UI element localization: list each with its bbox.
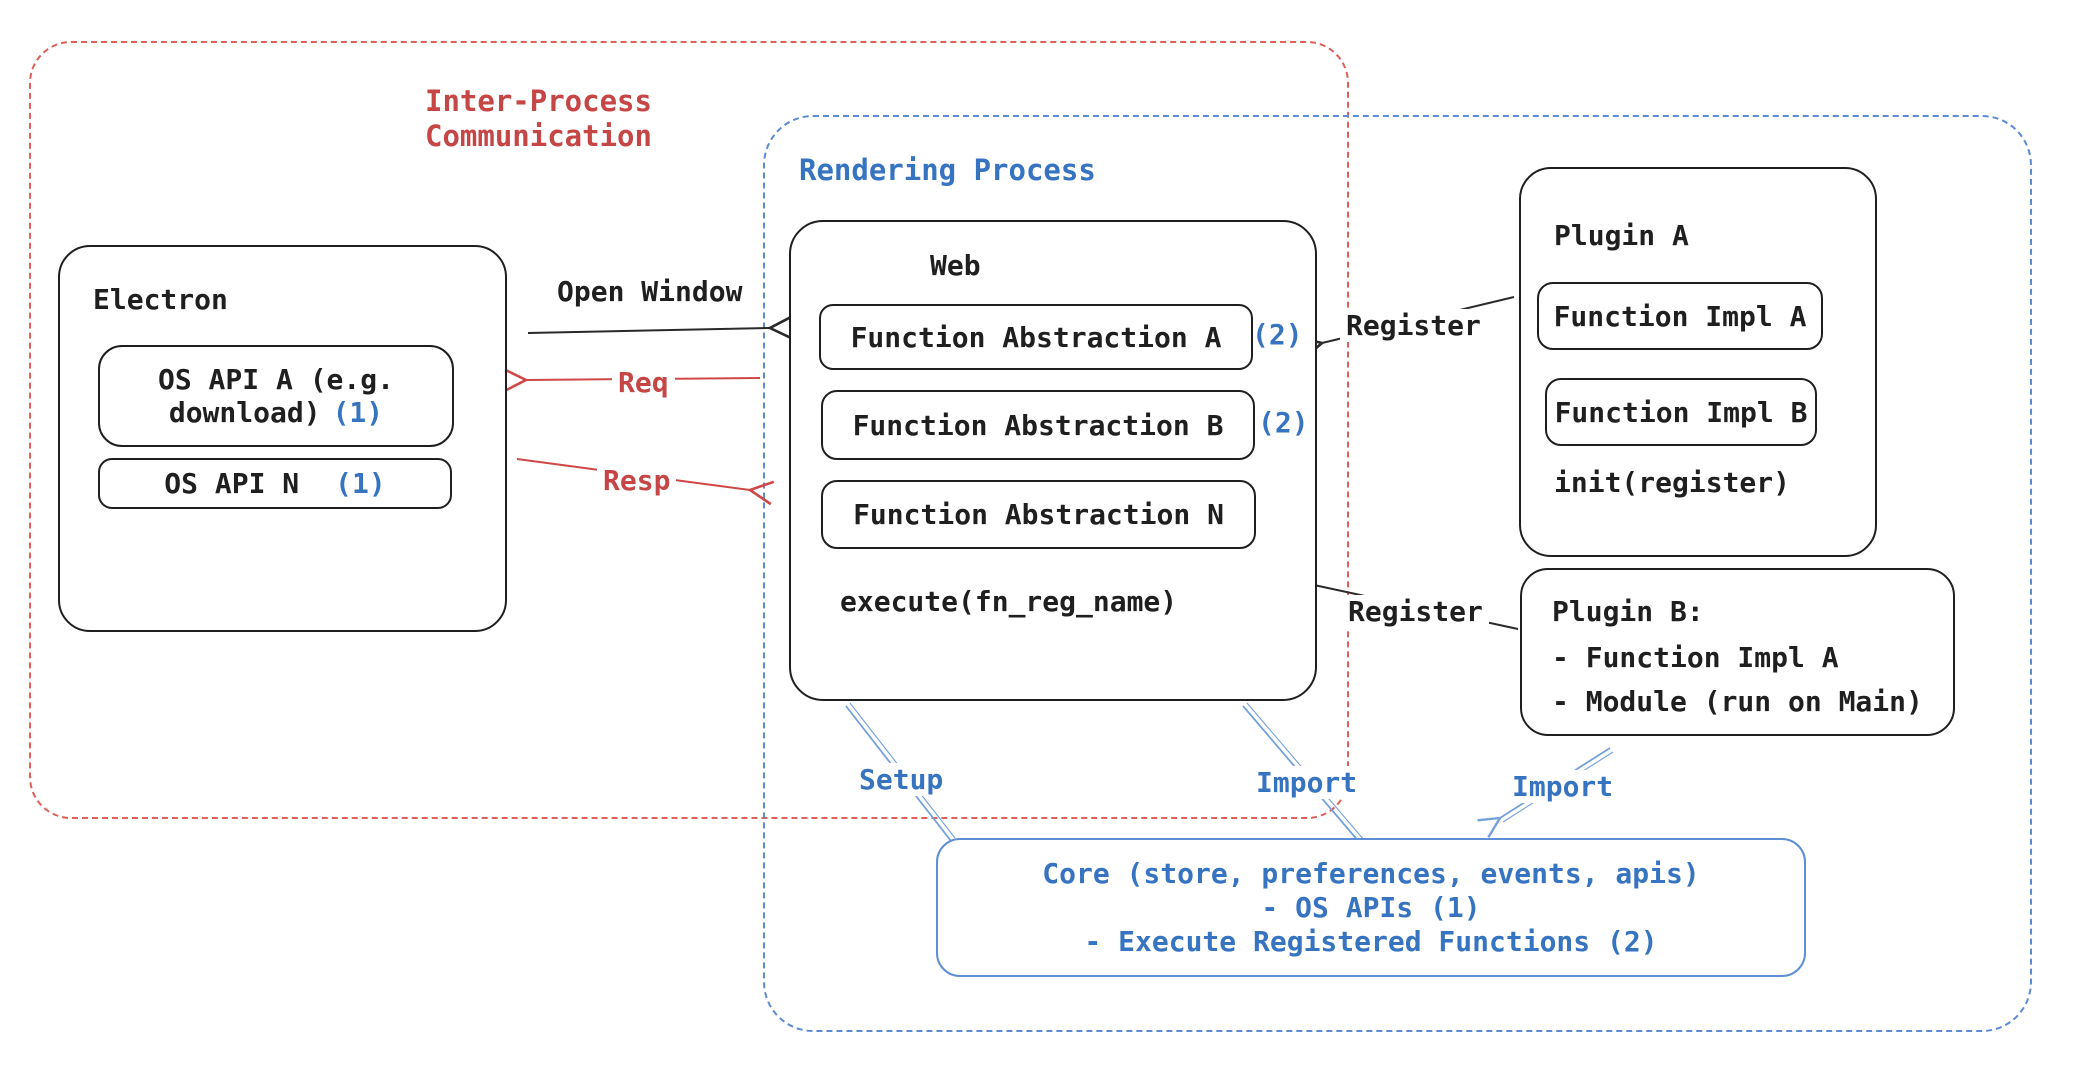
init-register-footer: init(register) [1554, 466, 1791, 499]
os-api-n-label: OS API N [164, 467, 300, 500]
plugin-b-line-module: - Module (run on Main) [1552, 685, 1923, 718]
req-label: Req [612, 366, 675, 399]
function-abstraction-b-item: Function Abstraction B [821, 390, 1255, 460]
setup-label: Setup [853, 763, 950, 796]
function-abstraction-a-badge: (2) [1252, 318, 1303, 351]
register-bottom-label: Register [1342, 595, 1489, 628]
os-api-a-label: OS API A (e.g. download) [157, 363, 394, 429]
ipc-group-label-line2: Communication [425, 119, 652, 153]
core-box: Core (store, preferences, events, apis) … [936, 838, 1806, 977]
core-line-execute: - Execute Registered Functions (2) [1084, 924, 1658, 958]
plugin-b-line-function-impl-a: - Function Impl A [1552, 641, 1839, 674]
function-abstraction-n-item: Function Abstraction N [821, 480, 1256, 549]
os-api-a-text: OS API A (e.g. download)(1) [100, 363, 452, 429]
web-box [789, 220, 1317, 701]
plugin-b-box [1520, 568, 1955, 736]
os-api-n-badge: (1) [335, 467, 386, 500]
plugin-a-title: Plugin A [1554, 219, 1689, 252]
ipc-group-box [29, 41, 1349, 819]
os-api-n-item: OS API N (1) [98, 458, 452, 509]
resp-label: Resp [597, 464, 677, 497]
plugin-b-title: Plugin B: [1552, 595, 1704, 628]
import-right-label: Import [1506, 770, 1620, 803]
open-window-label: Open Window [557, 275, 743, 308]
function-impl-a-item: Function Impl A [1537, 282, 1823, 350]
core-line-os-apis: - OS APIs (1) [1261, 890, 1481, 924]
os-api-a-item: OS API A (e.g. download)(1) [98, 345, 454, 447]
function-abstraction-b-badge: (2) [1258, 406, 1309, 439]
rendering-process-label: Rendering Process [799, 153, 1096, 187]
plugin-a-box [1519, 167, 1877, 557]
os-api-a-badge: (1) [332, 396, 384, 429]
web-title: Web [930, 249, 981, 282]
ipc-group-label-line1: Inter-Process [425, 84, 652, 118]
register-top-label: Register [1340, 309, 1487, 342]
electron-title: Electron [93, 283, 228, 316]
ipc-group-label: Inter-Process Communication [425, 84, 652, 154]
function-impl-b-item: Function Impl B [1545, 378, 1817, 446]
function-abstraction-a-item: Function Abstraction A [819, 304, 1253, 370]
rendering-process-group-box [763, 115, 2032, 1032]
import-center-label: Import [1250, 766, 1364, 799]
execute-footer: execute(fn_reg_name) [840, 585, 1178, 618]
core-line-title: Core (store, preferences, events, apis) [1042, 856, 1700, 890]
